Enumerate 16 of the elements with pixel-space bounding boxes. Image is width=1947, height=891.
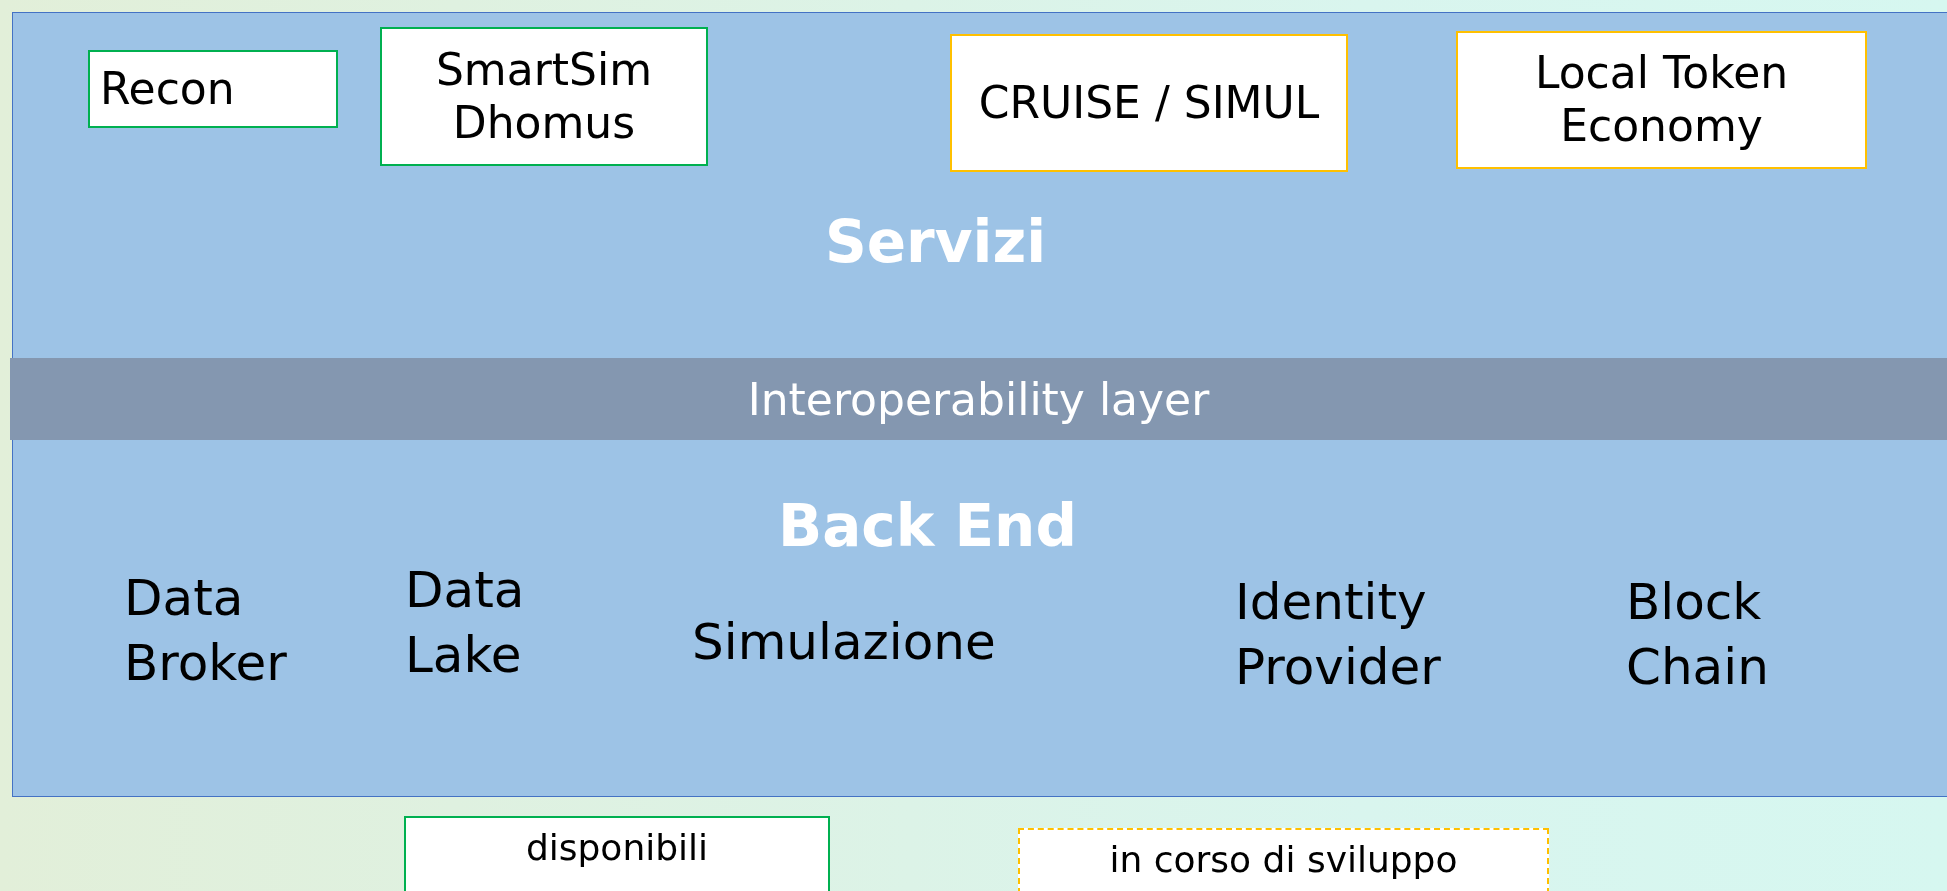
service-box: Local Token Economy	[1456, 31, 1867, 169]
legend-label: disponibili	[525, 826, 709, 870]
component-label: Data Lake	[405, 560, 526, 686]
component-label: Data Broker	[124, 568, 288, 694]
component-label: Block Chain	[1626, 572, 1770, 698]
service-box: Recon	[88, 50, 338, 128]
service-box: SmartSim Dhomus	[380, 27, 708, 166]
service-box: CRUISE / SIMUL	[950, 34, 1348, 172]
component-label: Simulazione	[692, 612, 997, 673]
services-panel	[12, 12, 1947, 358]
section-heading: Back End	[778, 492, 1077, 560]
legend-label: in corso di sviluppo	[1109, 838, 1458, 882]
section-heading: Servizi	[825, 208, 1047, 276]
layer-band: Interoperability layer	[10, 358, 1947, 440]
component-label: Identity Provider	[1235, 572, 1442, 698]
back-end-panel	[12, 440, 1947, 797]
